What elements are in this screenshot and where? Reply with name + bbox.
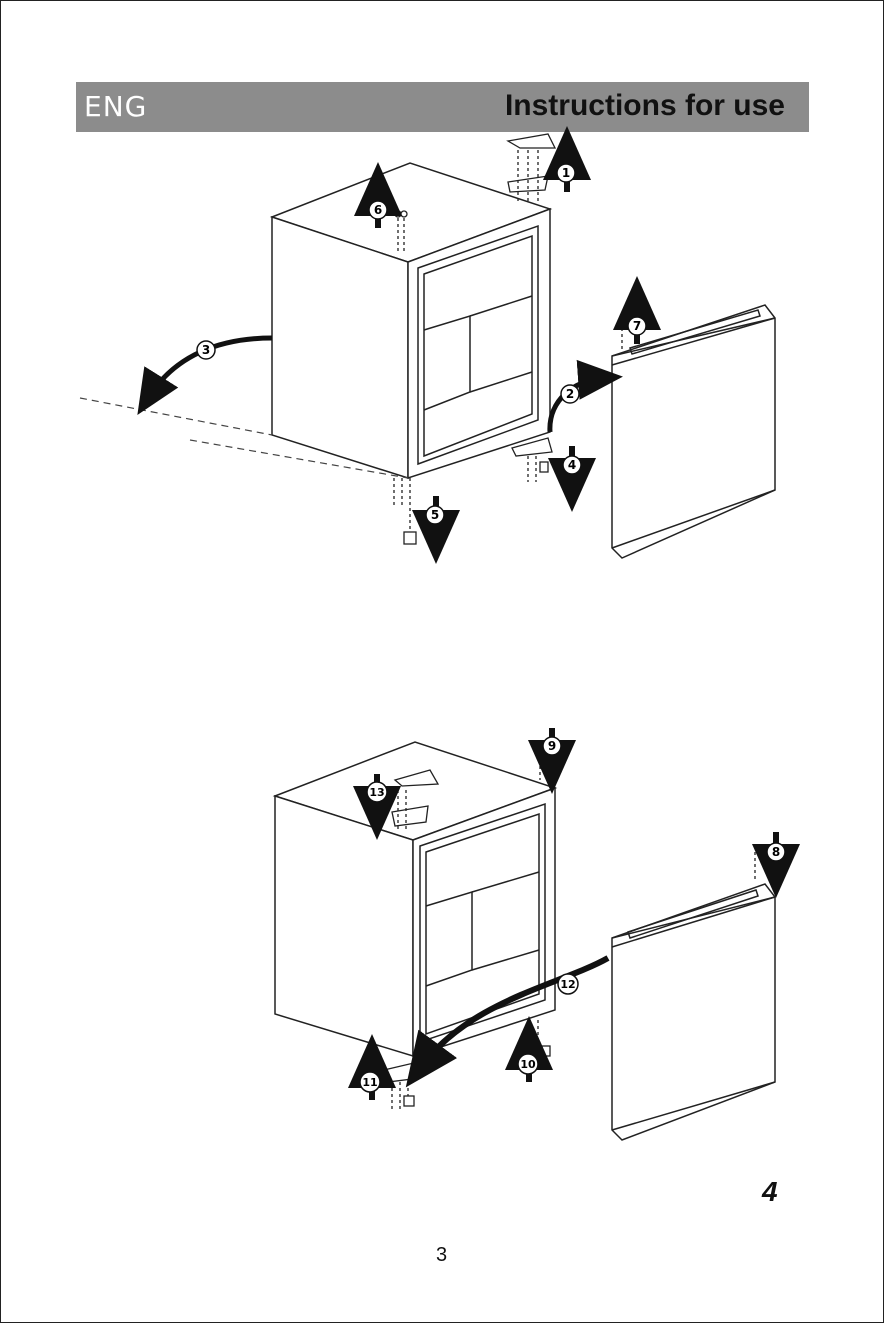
step-marker-10: 10 xyxy=(518,1054,538,1074)
svg-text:3: 3 xyxy=(202,343,210,357)
step-marker-7: 7 xyxy=(628,317,646,335)
svg-text:9: 9 xyxy=(548,739,556,753)
svg-text:5: 5 xyxy=(431,508,439,522)
svg-text:13: 13 xyxy=(369,786,384,799)
svg-text:12: 12 xyxy=(560,978,575,991)
figure-number: 4 xyxy=(762,1176,778,1208)
svg-text:2: 2 xyxy=(566,387,574,401)
step-marker-5: 5 xyxy=(426,506,444,524)
svg-text:4: 4 xyxy=(568,458,576,472)
svg-text:1: 1 xyxy=(562,166,570,180)
step-marker-6: 6 xyxy=(369,201,387,219)
svg-text:7: 7 xyxy=(633,319,641,333)
svg-text:11: 11 xyxy=(362,1076,377,1089)
step-marker-8: 8 xyxy=(767,843,785,861)
fridge-cabinet-bottom xyxy=(275,742,555,1056)
step-marker-2: 2 xyxy=(561,385,579,403)
step-marker-9: 9 xyxy=(543,737,561,755)
fridge-door-bottom xyxy=(612,884,775,1140)
step-marker-1: 1 xyxy=(557,164,575,182)
step-marker-4: 4 xyxy=(563,456,581,474)
step-marker-3: 3 xyxy=(197,341,215,359)
svg-text:8: 8 xyxy=(772,845,780,859)
page-number: 3 xyxy=(436,1244,447,1267)
step-marker-13: 13 xyxy=(367,782,387,802)
step-marker-12: 12 xyxy=(558,974,578,994)
svg-text:10: 10 xyxy=(520,1058,536,1071)
svg-text:6: 6 xyxy=(374,203,382,217)
fridge-cabinet-top xyxy=(272,163,550,478)
step-marker-11: 11 xyxy=(360,1072,380,1092)
